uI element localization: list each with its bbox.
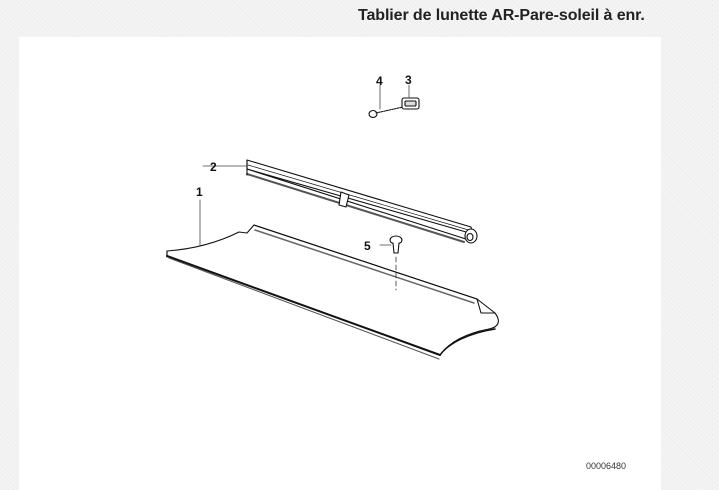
diagram-panel: 4 3 2 1 5 00006480 bbox=[19, 37, 661, 490]
rivet-part[interactable] bbox=[379, 235, 403, 291]
diagram-id-label: 00006480 bbox=[586, 461, 627, 471]
roller-housing-part[interactable] bbox=[202, 159, 478, 244]
screw-part[interactable] bbox=[368, 84, 404, 119]
callout-2[interactable]: 2 bbox=[210, 160, 217, 174]
callout-4[interactable]: 4 bbox=[376, 74, 383, 88]
callout-5[interactable]: 5 bbox=[364, 239, 371, 253]
parts-diagram bbox=[166, 84, 499, 360]
page-title: Tablier de lunette AR-Pare-soleil à enr. bbox=[358, 7, 645, 24]
callout-3[interactable]: 3 bbox=[405, 73, 412, 87]
shelf-panel-part[interactable] bbox=[166, 199, 499, 360]
clip-nut-part[interactable] bbox=[401, 84, 420, 110]
callout-1[interactable]: 1 bbox=[196, 185, 203, 199]
